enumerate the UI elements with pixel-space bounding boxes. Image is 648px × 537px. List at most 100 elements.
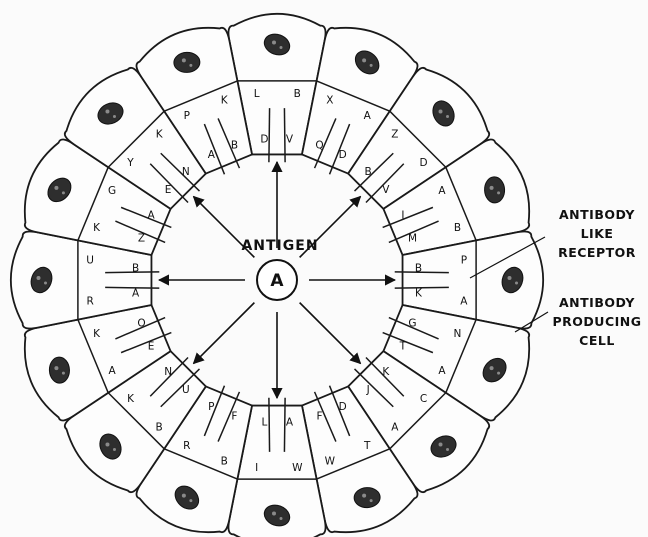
receptor-letter: I <box>401 209 404 221</box>
receptor-letter: B <box>221 455 228 467</box>
nucleus-texture <box>54 186 58 190</box>
receptor-letter: K <box>127 393 135 405</box>
receptor-stalk <box>269 108 270 162</box>
receptor-letter: B <box>132 262 139 274</box>
receptor-letter: E <box>165 184 172 196</box>
receptor-letter: U <box>86 255 94 267</box>
antigen-label: ANTIGEN <box>241 238 318 254</box>
receptor-letter: L <box>262 416 268 428</box>
receptor-letter: D <box>339 401 347 413</box>
nucleus-texture <box>272 512 276 516</box>
receptor-letter: Q <box>315 140 323 152</box>
receptor-letter: N <box>164 366 172 378</box>
nucleus-texture <box>54 366 58 370</box>
receptor-letter: A <box>286 416 294 428</box>
receptor-letter: K <box>93 328 101 340</box>
receptor-letter: A <box>364 110 372 122</box>
receptor-letter: D <box>339 149 347 161</box>
receptor-letter: K <box>415 288 423 300</box>
receptor-letter: A <box>438 185 446 197</box>
receptor-letter: D <box>419 157 427 169</box>
receptor-letter: A <box>438 365 446 377</box>
receptor-stalk <box>269 398 270 452</box>
nucleus-texture <box>37 276 41 280</box>
nucleus-texture <box>362 58 366 62</box>
nucleus-texture <box>515 282 518 285</box>
nucleus-texture <box>370 499 373 502</box>
callout-cell-line-2: PRODUCING <box>553 314 642 329</box>
receptor-letter: P <box>461 255 467 267</box>
receptor-letter: W <box>325 455 336 467</box>
nucleus-texture <box>370 64 373 67</box>
receptor-letter: B <box>294 88 301 100</box>
receptor-letter: K <box>221 95 229 107</box>
receptor-letter: A <box>391 421 399 433</box>
receptor-letter: B <box>156 421 163 433</box>
receptor-letter: U <box>182 384 190 396</box>
nucleus-texture <box>189 499 192 502</box>
nucleus-texture <box>272 41 276 45</box>
callout-cell-line-1: ANTIBODY <box>559 295 635 310</box>
receptor-letter: N <box>454 328 462 340</box>
receptor-letter: K <box>382 366 390 378</box>
receptor-letter: V <box>382 184 390 196</box>
receptor-letter: Z <box>138 232 145 244</box>
receptor-letter: W <box>292 462 303 474</box>
nucleus-texture <box>113 448 116 451</box>
receptor-letter: V <box>286 134 294 146</box>
receptor-letter: P <box>184 110 190 122</box>
nucleus-texture <box>44 282 47 285</box>
receptor-letter: B <box>454 222 461 234</box>
nucleus-texture <box>497 372 500 375</box>
nucleus-texture <box>113 115 116 118</box>
antigen-arrow <box>194 303 255 364</box>
nucleus-texture <box>508 276 512 280</box>
receptor-letter: L <box>254 88 260 100</box>
receptor-letter: A <box>460 295 468 307</box>
receptor-letter: A <box>108 365 116 377</box>
receptor-letter: F <box>231 410 237 422</box>
receptor-letter: N <box>182 166 190 178</box>
nucleus-texture <box>280 517 283 520</box>
nucleus-texture <box>182 58 186 62</box>
nucleus-texture <box>362 494 366 498</box>
nucleus-texture <box>62 372 65 375</box>
nucleus-texture <box>105 443 109 447</box>
receptor-letter: R <box>86 295 93 307</box>
receptor-letter: I <box>255 462 258 474</box>
nucleus-texture <box>280 46 283 49</box>
receptor-letter: F <box>317 410 323 422</box>
nucleus-texture <box>189 64 192 67</box>
receptor-letter: A <box>148 209 156 221</box>
receptor-letter: G <box>408 318 416 330</box>
receptor-letter: Z <box>391 129 398 141</box>
receptor-letter: B <box>231 140 238 152</box>
receptor-letter: K <box>156 129 164 141</box>
receptor-letter: T <box>399 341 407 353</box>
callout-receptor-line-1: ANTIBODY <box>559 207 635 222</box>
receptor-letter: X <box>326 95 333 107</box>
callout-receptor-line-3: RECEPTOR <box>558 245 636 260</box>
receptor-letter: B <box>415 262 422 274</box>
receptor-letter: G <box>108 185 116 197</box>
receptor-letter: D <box>260 134 268 146</box>
nucleus-texture <box>446 448 449 451</box>
receptor-letter: A <box>208 149 216 161</box>
nucleus-texture <box>62 191 65 194</box>
nucleus-texture <box>182 494 186 498</box>
receptor-letter: R <box>183 440 190 452</box>
receptor-letter: E <box>148 341 155 353</box>
receptor-letter: M <box>408 232 417 244</box>
antigen-arrow <box>300 303 361 364</box>
receptor-letter: O <box>137 318 145 330</box>
nucleus-texture <box>439 109 443 113</box>
nucleus-texture <box>497 191 500 194</box>
receptor-letter: C <box>420 393 427 405</box>
nucleus-texture <box>105 109 109 113</box>
nucleus-texture <box>490 366 494 370</box>
receptor-letter: Y <box>126 157 134 169</box>
receptor-letter: T <box>363 440 371 452</box>
receptor-letter: B <box>365 166 372 178</box>
